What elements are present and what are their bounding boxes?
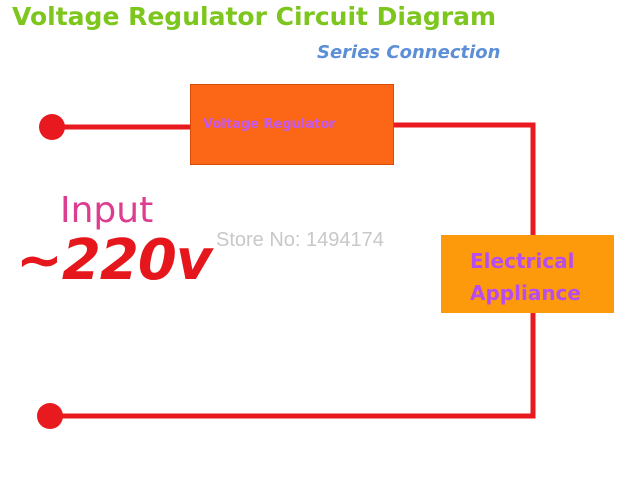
voltage-regulator-label: Voltage Regulator bbox=[203, 117, 336, 132]
input-terminal-bottom bbox=[37, 403, 63, 429]
input-voltage-label: ~220v bbox=[16, 228, 212, 293]
electrical-appliance-label: Electrical Appliance bbox=[470, 245, 581, 309]
input-terminal-top bbox=[39, 114, 65, 140]
input-label: Input bbox=[60, 190, 154, 231]
diagram-subtitle: Series Connection bbox=[317, 42, 501, 63]
appliance-label-line2: Appliance bbox=[470, 281, 581, 305]
voltage-regulator-box: Voltage Regulator bbox=[190, 84, 394, 165]
diagram-title: Voltage Regulator Circuit Diagram bbox=[12, 2, 497, 31]
electrical-appliance-box: Electrical Appliance bbox=[441, 235, 614, 313]
appliance-label-line1: Electrical bbox=[470, 249, 575, 273]
store-watermark: Store No: 1494174 bbox=[216, 229, 384, 251]
